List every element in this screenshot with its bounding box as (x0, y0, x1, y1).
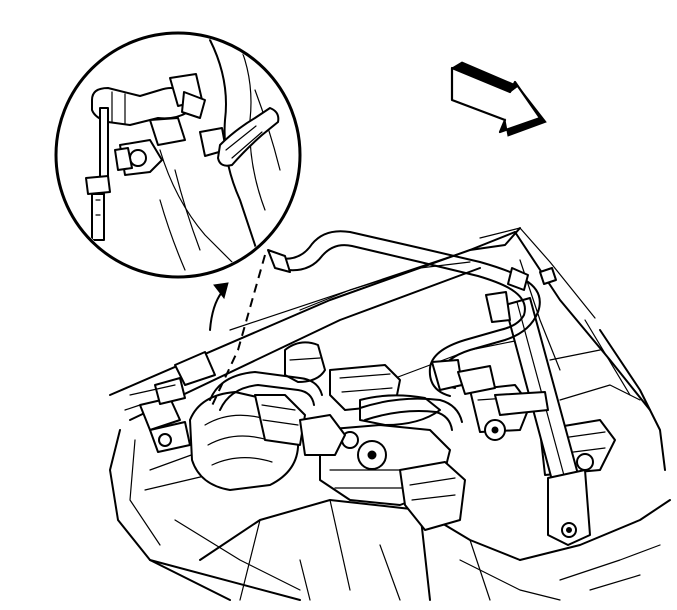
magnifier-circle-icon (54, 31, 302, 279)
heater-hose (267, 230, 557, 397)
vehicle-frame (109, 227, 671, 601)
direction-arrow-icon (450, 61, 547, 137)
lower-hose (209, 371, 463, 431)
firewall-fittings (124, 351, 216, 453)
callout-leader-line (209, 254, 266, 411)
callout-detail (85, 35, 281, 271)
view-curved-arrow-icon (209, 282, 229, 331)
